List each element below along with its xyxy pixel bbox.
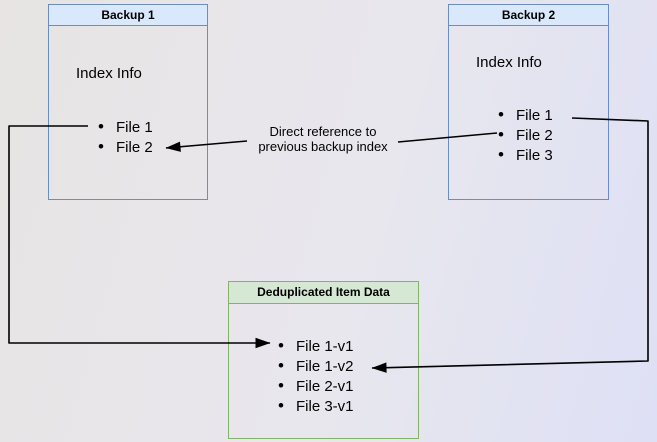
file-item: File 3 <box>449 145 608 166</box>
node-backup1: Backup 1 Index Info File 1File 2 <box>48 4 208 200</box>
edge-label-direct-reference: Direct reference to previous backup inde… <box>243 124 403 154</box>
node-dedup-item-data: Deduplicated Item Data File 1-v1File 1-v… <box>228 281 419 439</box>
file-item: File 2 <box>49 137 207 158</box>
edge-label-line2: previous backup index <box>258 138 388 154</box>
backup1-file-list: File 1File 2 <box>49 117 207 158</box>
backup1-index-info-label: Index Info <box>76 65 142 82</box>
file-item: File 2-v1 <box>229 376 418 397</box>
node-dedup-title: Deduplicated Item Data <box>229 282 418 304</box>
node-backup2-title: Backup 2 <box>449 5 608 26</box>
file-item: File 1-v1 <box>229 336 418 357</box>
backup2-index-info-label: Index Info <box>476 54 542 71</box>
file-item: File 1-v2 <box>229 356 418 377</box>
dedup-file-list: File 1-v1File 1-v2File 2-v1File 3-v1 <box>229 336 418 417</box>
node-backup1-title: Backup 1 <box>49 5 207 26</box>
file-item: File 1 <box>449 105 608 126</box>
file-item: File 2 <box>449 125 608 146</box>
backup2-file-list: File 1File 2File 3 <box>449 105 608 166</box>
edge-label-line1: Direct reference to <box>269 124 377 139</box>
node-backup2: Backup 2 Index Info File 1File 2File 3 <box>448 4 609 200</box>
file-item: File 1 <box>49 117 207 138</box>
file-item: File 3-v1 <box>229 396 418 417</box>
